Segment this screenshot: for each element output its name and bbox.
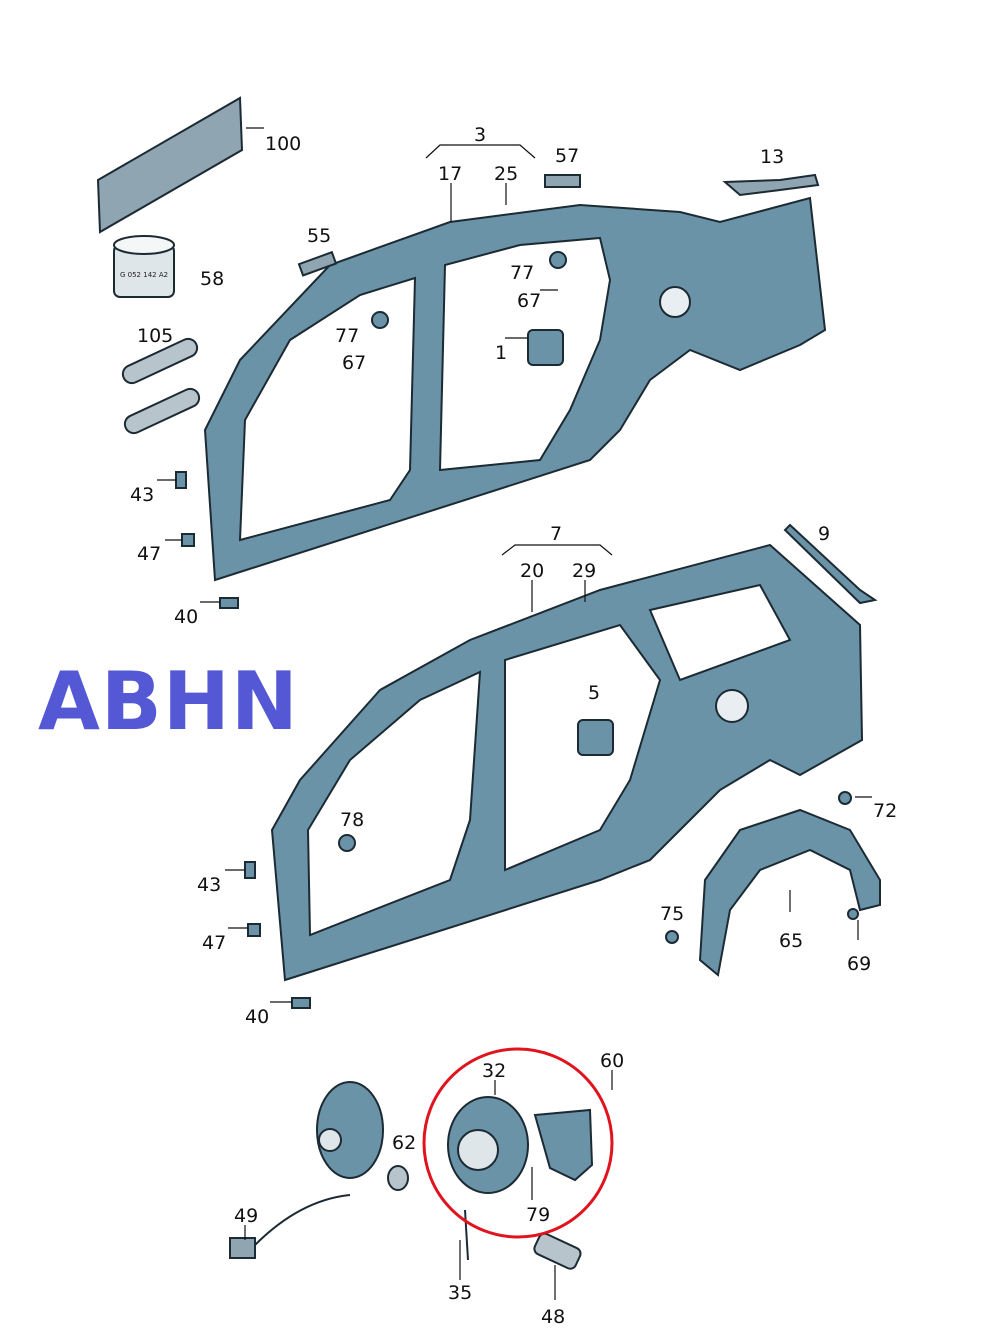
part-label: 48 bbox=[541, 1306, 566, 1328]
part-label: 105 bbox=[137, 325, 174, 347]
part-label: 40 bbox=[174, 606, 199, 628]
trim-strip-9 bbox=[783, 523, 878, 605]
part-label: 62 bbox=[392, 1132, 417, 1154]
part-label: 29 bbox=[572, 560, 597, 582]
part-label: 43 bbox=[130, 484, 155, 506]
part-label: 47 bbox=[137, 543, 162, 565]
tube-marking: G 052 142 A2 bbox=[120, 271, 168, 279]
part-label: 78 bbox=[340, 809, 365, 831]
bracket-13 bbox=[722, 173, 820, 197]
part-label: 13 bbox=[760, 146, 785, 168]
part-label: 72 bbox=[873, 800, 898, 822]
clip-57 bbox=[544, 174, 581, 188]
door-opening-front-lower bbox=[306, 670, 482, 937]
part-label: 7 bbox=[550, 523, 563, 545]
actuator-48 bbox=[533, 1232, 582, 1270]
part-label: 65 bbox=[779, 930, 804, 952]
door-opening-front bbox=[238, 276, 417, 542]
filler-housing-62 bbox=[316, 1081, 384, 1179]
part-label: 20 bbox=[520, 560, 545, 582]
part-label: 1 bbox=[495, 342, 508, 364]
part-label: 67 bbox=[342, 352, 367, 374]
part-label: 77 bbox=[510, 262, 535, 284]
adhesive-cartridge bbox=[123, 387, 201, 435]
part-label: 25 bbox=[494, 163, 519, 185]
part-label: 57 bbox=[555, 145, 580, 167]
part-label: 17 bbox=[438, 163, 463, 185]
part-label: 5 bbox=[588, 682, 601, 704]
quarter-window bbox=[648, 583, 792, 682]
part-label: 79 bbox=[526, 1204, 551, 1226]
part-label: 32 bbox=[482, 1060, 507, 1082]
part-label: 9 bbox=[818, 523, 831, 545]
part-label: 69 bbox=[847, 953, 872, 975]
part-label: 58 bbox=[200, 268, 225, 290]
connector-49 bbox=[229, 1237, 256, 1259]
part-label: 75 bbox=[660, 903, 685, 925]
part-label: 43 bbox=[197, 874, 222, 896]
part-label: 3 bbox=[474, 124, 487, 146]
part-label: 40 bbox=[245, 1006, 270, 1028]
part-label: 67 bbox=[517, 290, 542, 312]
door-opening-rear bbox=[438, 236, 612, 472]
highlight-circle bbox=[422, 1047, 614, 1239]
wheelhouse-liner bbox=[698, 808, 881, 977]
adhesive-cartridge bbox=[121, 337, 199, 385]
part-label: 77 bbox=[335, 325, 360, 347]
part-label: 49 bbox=[234, 1205, 259, 1227]
brand-code: ABHN bbox=[38, 655, 299, 748]
fuel-flap bbox=[533, 1108, 594, 1182]
part-label: 35 bbox=[448, 1282, 473, 1304]
sealing-sheet bbox=[96, 96, 244, 234]
part-label: 47 bbox=[202, 932, 227, 954]
leader-lines bbox=[157, 127, 872, 1300]
clip-55 bbox=[297, 250, 338, 277]
part-label: 55 bbox=[307, 225, 332, 247]
part-label: 60 bbox=[600, 1050, 625, 1072]
part-label: 100 bbox=[265, 133, 302, 155]
